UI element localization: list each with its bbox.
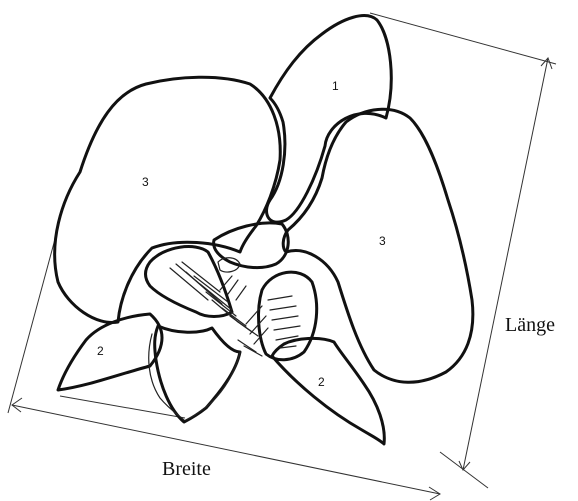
length-extension-bottom [440,452,488,488]
left-sepal-label: 2 [97,344,104,358]
right-sepal-label: 2 [318,375,325,389]
top-sepal [267,16,392,223]
length-label: Länge [505,314,555,336]
width-arrow-right [429,487,440,500]
length-dimension-line [463,58,548,470]
lip-tendril-right [186,352,240,420]
width-dimension [8,228,440,500]
right-petal-label: 3 [379,234,386,248]
width-extension-left [8,228,58,413]
width-dimension-line [12,405,440,494]
left-petal-label: 3 [142,175,149,189]
lip-midlobe [155,326,240,422]
width-label: Breite [162,458,211,480]
top-sepal-label: 1 [332,79,339,93]
right-sepal [272,338,384,444]
column [214,223,289,268]
left-sepal [58,314,162,390]
length-extension-top [370,13,556,64]
